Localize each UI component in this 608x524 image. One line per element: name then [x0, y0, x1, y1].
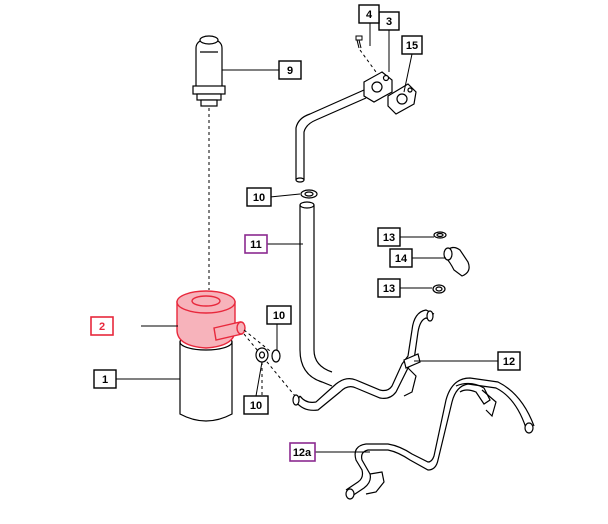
callout-10-upper: 10 [246, 187, 272, 207]
callout-15: 15 [401, 35, 423, 55]
callout-14: 14 [389, 248, 413, 268]
callout-11: 11 [244, 234, 268, 254]
svg-text:11: 11 [250, 239, 262, 251]
part-13-orings [432, 231, 447, 294]
callout-13-upper: 13 [377, 227, 401, 247]
svg-text:12: 12 [503, 356, 515, 368]
callout-1: 1 [93, 369, 117, 389]
part-2-filter-head [176, 290, 246, 349]
svg-text:12a: 12a [293, 447, 312, 459]
callout-2: 2 [90, 316, 114, 336]
part-12-hose [292, 309, 435, 411]
svg-text:13: 13 [383, 232, 395, 244]
callout-4: 4 [358, 4, 380, 24]
callout-13-lower: 13 [377, 278, 401, 298]
svg-text:15: 15 [406, 40, 418, 52]
callout-10-lower: 10 [243, 395, 269, 415]
part-9-fitting [192, 35, 226, 107]
svg-text:10: 10 [253, 192, 265, 204]
svg-text:10: 10 [250, 400, 262, 412]
svg-text:3: 3 [386, 16, 392, 28]
washers-10-lower [255, 347, 281, 363]
part-14-elbow [443, 246, 470, 277]
svg-text:14: 14 [395, 253, 408, 265]
part-11-hose [299, 201, 333, 387]
svg-text:4: 4 [366, 9, 373, 21]
part-15-gasket [387, 83, 417, 115]
upper-metal-line [295, 89, 367, 183]
svg-text:13: 13 [383, 283, 395, 295]
washer-10-upper [300, 189, 318, 199]
callout-12a: 12a [289, 442, 316, 462]
svg-text:1: 1 [102, 374, 108, 386]
callout-12: 12 [497, 351, 521, 371]
callout-3: 3 [378, 11, 400, 31]
callout-9: 9 [278, 60, 302, 80]
callout-10-middle: 10 [266, 305, 292, 325]
dashed-lines-head [243, 329, 301, 403]
part-3-flange [363, 71, 393, 103]
svg-text:2: 2 [99, 321, 105, 333]
part-4-bolt [355, 35, 363, 49]
svg-text:9: 9 [287, 65, 293, 77]
svg-text:10: 10 [273, 310, 285, 322]
part-12a-hose [345, 377, 535, 500]
dashed-line-4 [359, 49, 377, 73]
